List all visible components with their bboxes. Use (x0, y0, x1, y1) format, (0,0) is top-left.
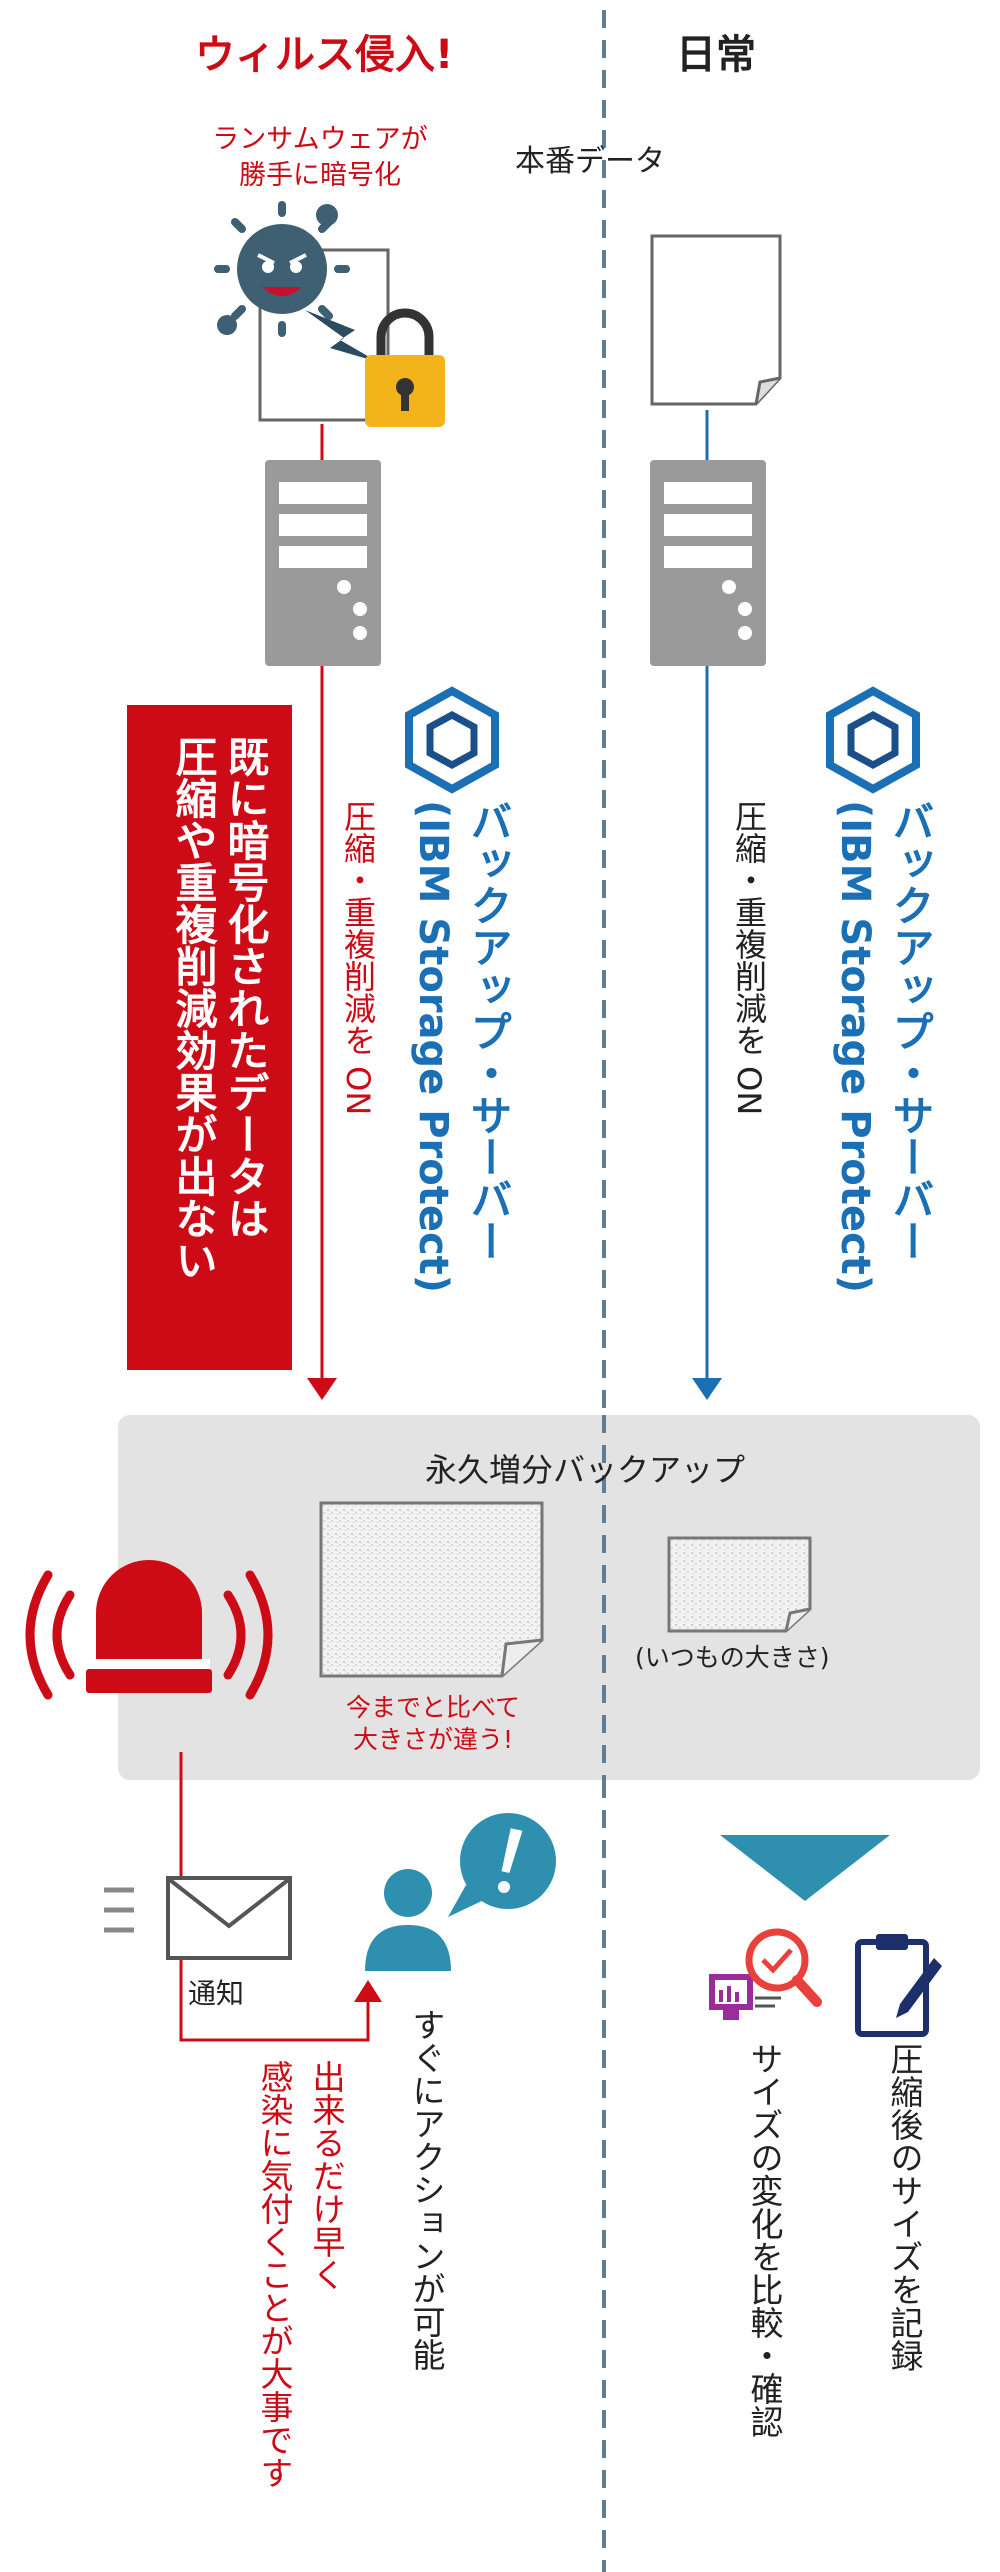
warning-box-line1: 既に暗号化されたデータは (221, 735, 270, 1239)
advice-line1: 出来るだけ早く (307, 2060, 346, 2291)
clipboard-pen-icon (855, 1934, 942, 2037)
step-record: 圧縮後のサイズを記録 (885, 2042, 924, 2372)
left-server-product: (IBM Storage Protect) (410, 800, 456, 1294)
advice-line2: 感染に気付くことが大事です (255, 2060, 294, 2489)
alarm-light-icon (25, 1560, 273, 1700)
left-setting: 圧縮・重複削減を ON (339, 800, 377, 1116)
right-title: 日常 (676, 32, 756, 78)
size-note-line2: 大きさが違う! (352, 1725, 514, 1754)
ibm-storage-protect-logo (826, 686, 920, 794)
left-server-name: バックアップ・サーバー (464, 800, 513, 1262)
small-virus-icon (217, 315, 237, 335)
lightning-icon (305, 310, 378, 362)
virus-icon (214, 201, 350, 337)
ransomware-label: ランサムウェアが 勝手に暗号化 (170, 122, 470, 194)
size-note-line1: 今までと比べて (345, 1693, 520, 1722)
person-icon (365, 1869, 451, 1971)
down-triangle-icon (720, 1835, 890, 1901)
large-backup-block (319, 1501, 544, 1678)
right-server-product: (IBM Storage Protect) (832, 800, 878, 1294)
server-icon (265, 460, 381, 666)
right-server-name: バックアップ・サーバー (886, 800, 935, 1262)
action-text: すぐにアクションが可能 (407, 2008, 446, 2371)
speech-bubble-exclamation-icon (448, 1813, 556, 1917)
ransomware-label-line1: ランサムウェアが (212, 124, 428, 155)
mail-icon (104, 1876, 292, 1960)
padlock-icon (365, 308, 445, 427)
left-title: ウィルス侵入! (195, 32, 454, 78)
server-icon (650, 460, 766, 666)
document-icon (650, 234, 782, 406)
normal-backup-block (667, 1536, 812, 1633)
backup-panel-title: 永久増分バックアップ (425, 1451, 746, 1489)
ibm-storage-protect-logo (405, 686, 499, 794)
small-virus-icon (316, 204, 338, 226)
warning-box (127, 705, 292, 1370)
normal-size-label: (いつもの大きさ) (635, 1643, 830, 1672)
step-compare: サイズの変化を比較・確認 (745, 2042, 784, 2438)
ransomware-label-line2: 勝手に暗号化 (239, 160, 401, 191)
size-difference-note: 今までと比べて 大きさが違う! (318, 1692, 548, 1756)
magnifier-chart-icon (709, 1928, 822, 2020)
warning-box-line2: 圧縮や重複削減効果が出ない (169, 735, 218, 1281)
production-data-label: 本番データ (515, 144, 665, 179)
right-setting: 圧縮・重複削減を ON (730, 800, 768, 1116)
notify-label: 通知 (188, 1977, 245, 2010)
